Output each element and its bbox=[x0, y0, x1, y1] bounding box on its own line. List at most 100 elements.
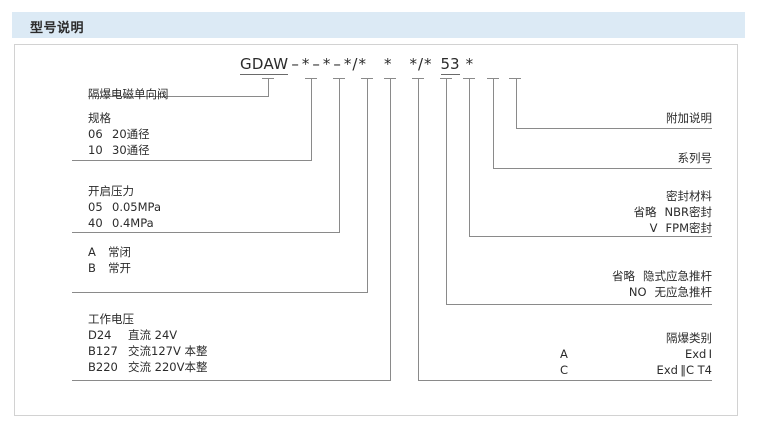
exproof-code-1: C bbox=[560, 363, 569, 377]
label-seal-material: 密封材料 省略 NBR密封 V FPM密封 bbox=[492, 188, 712, 236]
leader-v-explosion-proof-class bbox=[418, 78, 419, 381]
spec-desc-1: 30通径 bbox=[112, 143, 150, 157]
label-valve-function-row-1: B 常开 bbox=[88, 260, 131, 276]
label-working-voltage-row-2: B220 交流 220V本整 bbox=[88, 359, 207, 375]
leader-v-product-name bbox=[268, 78, 269, 97]
label-cracking-pressure-title: 开启压力 bbox=[88, 184, 134, 198]
label-specification-row-0: 06 20通径 bbox=[88, 126, 150, 142]
code-star-8: * bbox=[465, 55, 474, 73]
pressure-code-1: 40 bbox=[88, 216, 103, 230]
code-sep-2: – bbox=[312, 55, 320, 73]
label-valve-function-row-0: A 常闭 bbox=[88, 244, 131, 260]
code-segment-53: 53 bbox=[440, 55, 460, 75]
leader-h-explosion-proof-class bbox=[418, 380, 712, 381]
code-star-2: * bbox=[322, 55, 331, 73]
pressure-desc-1: 0.4MPa bbox=[112, 216, 154, 230]
voltage-code-0: D24 bbox=[88, 328, 112, 342]
leader-v-specification bbox=[311, 78, 312, 161]
function-desc-0: 常闭 bbox=[108, 245, 131, 259]
label-emergency-push-rod: 省略隐式应急推杆 NO 无应急推杆 bbox=[492, 268, 712, 300]
code-star-6: * bbox=[409, 55, 417, 73]
leader-v-seal-material bbox=[469, 78, 470, 237]
pushrod-code-0: 省略 bbox=[612, 269, 635, 283]
leader-v-additional-note bbox=[516, 78, 517, 129]
model-code-line: GDAW–*–*–*/***/*53* bbox=[240, 55, 473, 75]
exproof-desc-0: Exd I bbox=[684, 347, 712, 361]
code-star-4: * bbox=[358, 55, 366, 73]
code-star-3: * bbox=[343, 55, 352, 73]
code-sep-1: – bbox=[291, 55, 299, 73]
leader-h-series-number bbox=[493, 168, 712, 169]
spec-code-0: 06 bbox=[88, 127, 103, 141]
exproof-desc-1: Exd ‖C T4 bbox=[656, 363, 712, 377]
voltage-desc-1: 交流127V 本整 bbox=[128, 344, 208, 358]
code-tick-9 bbox=[509, 78, 521, 79]
label-working-voltage-title: 工作电压 bbox=[88, 312, 134, 326]
label-additional-note: 附加说明 bbox=[512, 110, 712, 126]
voltage-desc-0: 直流 24V bbox=[128, 328, 178, 342]
seal-desc-1: FPM密封 bbox=[665, 221, 712, 235]
code-star-1: * bbox=[301, 55, 310, 73]
code-sep-3: – bbox=[333, 55, 341, 73]
pushrod-desc-1: 无应急推杆 bbox=[654, 285, 713, 299]
label-specification: 规格 06 20通径 10 30通径 bbox=[88, 110, 150, 158]
code-segment-gdaw: GDAW bbox=[240, 55, 289, 75]
label-emergency-push-rod-row-1: NO 无应急推杆 bbox=[492, 284, 712, 300]
label-explosion-proof-class: 隔爆类别 A Exd I C Exd ‖C T4 bbox=[492, 330, 712, 378]
label-specification-title: 规格 bbox=[88, 111, 111, 125]
code-sep-4: / bbox=[352, 55, 358, 73]
leader-h-specification bbox=[72, 160, 312, 161]
seal-code-0: 省略 bbox=[633, 205, 657, 219]
leader-h-product-name bbox=[88, 96, 269, 97]
label-cracking-pressure-row-1: 40 0.4MPa bbox=[88, 215, 161, 231]
label-specification-row-1: 10 30通径 bbox=[88, 142, 150, 158]
label-additional-note-title: 附加说明 bbox=[666, 111, 712, 125]
seal-code-1: V bbox=[649, 221, 658, 235]
pushrod-desc-0: 隐式应急推杆 bbox=[643, 269, 712, 283]
label-emergency-push-rod-row-0: 省略隐式应急推杆 bbox=[492, 268, 712, 284]
pressure-desc-0: 0.05MPa bbox=[112, 200, 161, 214]
spec-desc-0: 20通径 bbox=[112, 127, 150, 141]
label-working-voltage-row-0: D24 直流 24V bbox=[88, 327, 207, 343]
voltage-code-2: B220 bbox=[88, 360, 118, 374]
pressure-code-0: 05 bbox=[88, 200, 103, 214]
leader-h-valve-function bbox=[72, 292, 368, 293]
label-explosion-proof-class-row-0: A Exd I bbox=[492, 346, 712, 362]
spec-code-1: 10 bbox=[88, 143, 103, 157]
page-title: 型号说明 bbox=[30, 21, 85, 36]
label-cracking-pressure: 开启压力 05 0.05MPa 40 0.4MPa bbox=[88, 183, 161, 231]
section-header-bar bbox=[12, 12, 745, 38]
label-seal-material-row-0: 省略 NBR密封 bbox=[492, 204, 712, 220]
code-star-7: * bbox=[424, 55, 432, 73]
function-desc-1: 常开 bbox=[108, 261, 131, 275]
voltage-desc-2: 交流 220V本整 bbox=[128, 360, 208, 374]
pushrod-code-1: NO bbox=[628, 285, 647, 299]
label-seal-material-title: 密封材料 bbox=[666, 189, 712, 203]
leader-v-working-voltage bbox=[390, 78, 391, 381]
function-code-1: B bbox=[88, 261, 96, 275]
leader-h-emergency-push-rod bbox=[446, 304, 712, 305]
leader-v-series-number bbox=[493, 78, 494, 169]
label-explosion-proof-class-title: 隔爆类别 bbox=[666, 331, 712, 345]
function-code-0: A bbox=[88, 245, 96, 259]
leader-h-additional-note bbox=[516, 128, 712, 129]
label-cracking-pressure-row-0: 05 0.05MPa bbox=[88, 199, 161, 215]
leader-v-cracking-pressure bbox=[339, 78, 340, 233]
label-series-number: 系列号 bbox=[512, 150, 713, 166]
leader-h-cracking-pressure bbox=[72, 232, 340, 233]
label-seal-material-row-1: V FPM密封 bbox=[492, 220, 712, 236]
code-star-5: * bbox=[383, 55, 392, 73]
exproof-code-0: A bbox=[560, 347, 568, 361]
label-product-name-desc: 隔爆电磁单向阀 bbox=[88, 87, 169, 101]
leader-h-working-voltage bbox=[72, 380, 391, 381]
label-product-name: 隔爆电磁单向阀 bbox=[88, 86, 169, 102]
diagram-frame bbox=[14, 44, 738, 416]
seal-desc-0: NBR密封 bbox=[664, 205, 712, 219]
leader-h-seal-material bbox=[469, 236, 712, 237]
label-series-number-title: 系列号 bbox=[677, 151, 713, 165]
label-explosion-proof-class-row-1: C Exd ‖C T4 bbox=[492, 362, 712, 378]
leader-v-emergency-push-rod bbox=[446, 78, 447, 305]
